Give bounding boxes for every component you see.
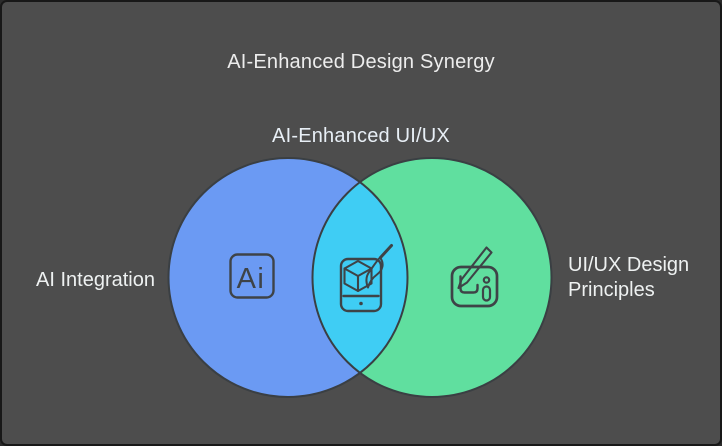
page-title: AI-Enhanced Design Synergy xyxy=(227,51,495,73)
smartphone-cube-paintbrush-icon xyxy=(339,244,393,313)
venn-left-label: AI Integration xyxy=(36,269,155,291)
venn-left-circle-outline xyxy=(167,157,409,398)
venn-intersection-label: AI-Enhanced UI/UX xyxy=(272,125,450,147)
venn-right-label: UI/UX Design Principles xyxy=(568,254,690,301)
canvas-pencil-edit-icon xyxy=(450,246,499,308)
venn-intersection-region xyxy=(312,182,408,373)
ai-badge-glyph: Ai xyxy=(237,263,266,295)
ai-app-badge-icon: Ai xyxy=(229,253,275,299)
venn-right-circle-outline xyxy=(311,157,553,398)
